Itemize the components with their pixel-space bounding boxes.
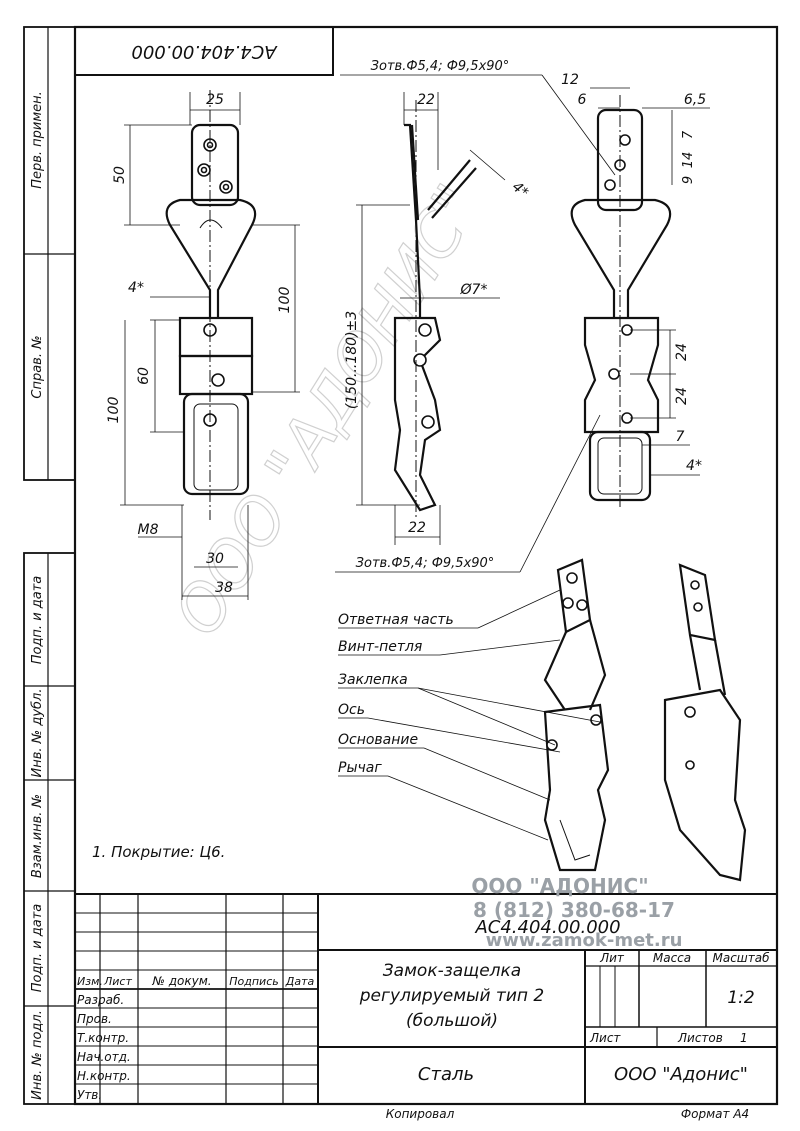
- tb-name-line2: регулируемый тип 2: [359, 986, 544, 1006]
- tb-header-doc-no: № докум.: [151, 974, 211, 988]
- dim-front-38: 38: [215, 580, 233, 596]
- dim-front-4: 4*: [128, 280, 144, 296]
- callout-otvetnaya-chast: Ответная часть: [338, 612, 454, 628]
- dim-right-12: 12: [561, 72, 579, 88]
- dim-front-25: 25: [206, 92, 224, 108]
- callouts: Ответная часть Винт-петля Заклепка Ось О…: [338, 589, 601, 841]
- tb-role-nach-otd: Нач.отд.: [77, 1050, 131, 1064]
- dim-right-6-5: 6,5: [684, 92, 706, 108]
- side-label-inv-dubl: Инв. № дубл.: [30, 689, 45, 778]
- tb-role-t-kontr: Т.контр.: [77, 1031, 129, 1045]
- tb-masshtab: Масштаб: [712, 951, 770, 965]
- side-label-vzam-inv: Взам.инв. №: [30, 794, 45, 878]
- dim-side-4: 4*: [509, 179, 531, 201]
- tb-massa: Масса: [653, 951, 691, 965]
- dim-front-100a: 100: [277, 287, 293, 314]
- front-dimensions: 25 50 100 4* 60 100 М8 30 38: [106, 92, 300, 600]
- dim-right-24b: 24: [674, 387, 690, 405]
- dim-front-50: 50: [112, 166, 128, 184]
- dim-right-7a: 7: [681, 130, 696, 139]
- right-dimensions: Зотв.Ф5,4; Ф9,5х90° 12 6 6,5 7 14 9 24 2…: [335, 59, 710, 573]
- dim-right-24a: 24: [674, 343, 690, 361]
- callout-vint-petlya: Винт-петля: [338, 639, 422, 655]
- tb-material: Сталь: [418, 1064, 474, 1085]
- format-label: Формат А4: [681, 1107, 749, 1121]
- callout-zaklepka: Заклепка: [338, 672, 408, 688]
- tb-role-utv: Утв.: [77, 1088, 102, 1102]
- tb-header-list: Лист: [103, 975, 132, 988]
- dim-front-60: 60: [136, 367, 152, 385]
- side-label-podp-data-2: Подп. и дата: [30, 904, 45, 993]
- ghost-watermark: ООО "АДОНИС": [161, 172, 497, 648]
- callout-os: Ось: [338, 702, 365, 718]
- dim-right-14: 14: [681, 152, 696, 169]
- tb-name-line1: Замок-защелка: [383, 961, 521, 981]
- watermark-site: www.zamok-met.ru: [486, 930, 683, 951]
- tb-listov: Листов: [677, 1031, 723, 1045]
- hole-note-bottom: Зотв.Ф5,4; Ф9,5х90°: [356, 556, 495, 571]
- callout-rychag: Рычаг: [338, 760, 382, 776]
- watermark-company: ООО "АДОНИС": [471, 874, 648, 898]
- dim-right-9: 9: [681, 176, 696, 184]
- tb-header-data: Дата: [285, 975, 315, 988]
- right-view: [570, 95, 672, 510]
- hole-note-top: Зотв.Ф5,4; Ф9,5х90°: [371, 59, 510, 74]
- tb-scale: 1:2: [727, 988, 754, 1008]
- dim-right-7b: 7: [676, 429, 685, 445]
- tb-name-line3: (большой): [406, 1011, 498, 1031]
- dim-right-6: 6: [578, 92, 587, 108]
- side-label-sprav-no: Справ. №: [30, 335, 45, 398]
- front-view: [165, 90, 257, 520]
- dim-front-m8: М8: [138, 522, 159, 538]
- dim-front-100b: 100: [106, 397, 122, 424]
- tb-org: ООО "Адонис": [614, 1064, 748, 1085]
- dim-right-4: 4*: [686, 458, 702, 474]
- tb-role-n-kontr: Н.контр.: [77, 1069, 131, 1083]
- title-block: [74, 893, 778, 1105]
- watermark-phone: 8 (812) 380-68-17: [473, 898, 675, 922]
- tb-doc-code: АС4.404.00.000: [474, 917, 620, 938]
- tb-listov-count: 1: [740, 1031, 748, 1045]
- tb-header-podpis: Подпись: [229, 975, 278, 988]
- dim-front-30: 30: [206, 551, 224, 567]
- dim-side-22b: 22: [408, 520, 426, 536]
- side-label-podp-data-1: Подп. и дата: [30, 576, 45, 665]
- tb-role-prov: Пров.: [77, 1012, 112, 1026]
- tb-lit: Лит: [599, 951, 625, 965]
- kopiroval-label: Копировал: [386, 1107, 455, 1121]
- side-view: [393, 100, 477, 520]
- tb-header-izm: Изм.: [77, 975, 103, 988]
- callout-osnovanie: Основание: [338, 732, 418, 748]
- dim-side-22a: 22: [417, 92, 435, 108]
- dim-side-range: (150...180)±3: [344, 311, 360, 409]
- isometric-views: [543, 558, 747, 882]
- side-label-perv-primen: Перв. примен.: [30, 91, 45, 189]
- dim-side-d7: Ø7*: [460, 282, 488, 298]
- side-label-inv-podl: Инв. № подл.: [30, 1010, 45, 1100]
- tb-role-razrab: Разраб.: [77, 993, 124, 1007]
- note-coating: 1. Покрытие: Ц6.: [92, 843, 225, 861]
- doc-code-top: АС4.404.00.000: [131, 41, 277, 62]
- side-dimensions: 22 4* Ø7* (150...180)±3 22: [344, 92, 531, 545]
- tb-list: Лист: [589, 1031, 621, 1045]
